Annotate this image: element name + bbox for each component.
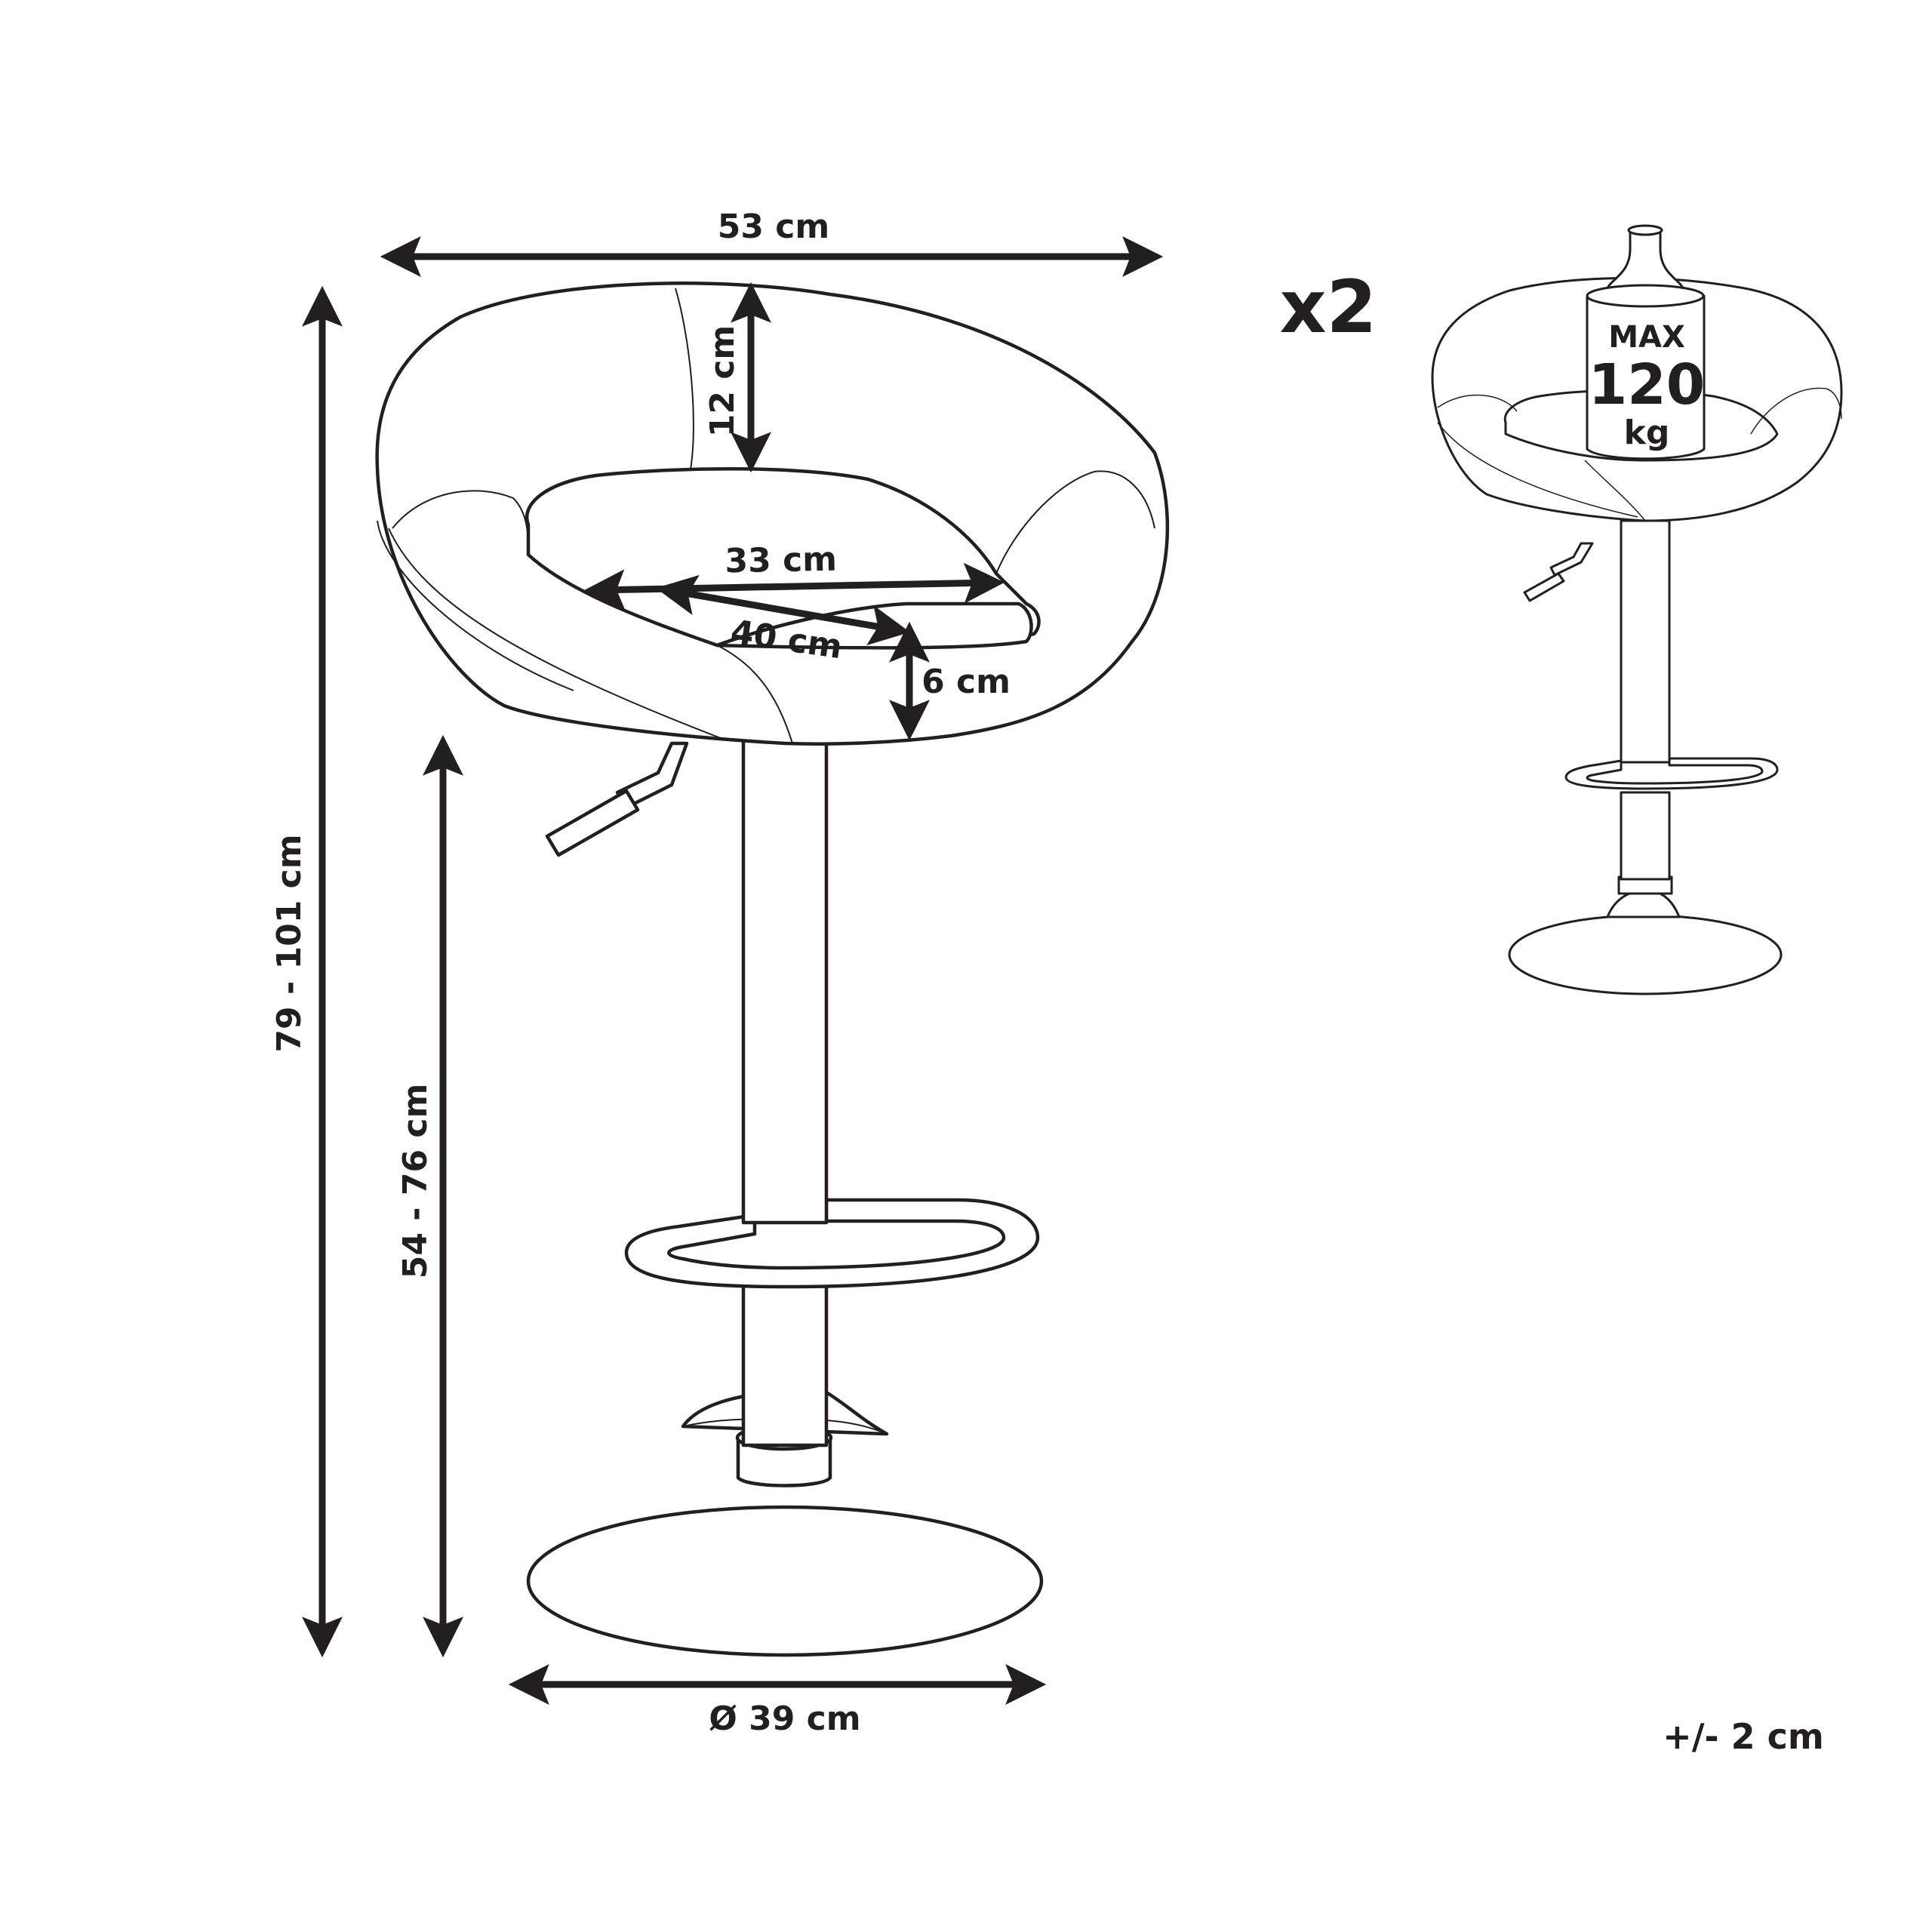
base-diameter-label: Ø 39 cm xyxy=(709,1700,860,1738)
width-label: 53 cm xyxy=(718,208,829,246)
backrest-height-label: 12 cm xyxy=(703,325,742,437)
base-disc xyxy=(526,1390,1044,1657)
lower-column xyxy=(741,1273,829,1447)
max-load-value: 120 xyxy=(1589,352,1705,417)
height-adjust-lever xyxy=(545,741,689,857)
main-stool-drawing xyxy=(375,281,1170,1657)
tolerance-label: +/- 2 cm xyxy=(1663,1716,1824,1757)
max-load-prefix: MAX xyxy=(1608,320,1685,355)
total-height-label: 79 - 101 cm xyxy=(270,834,309,1052)
seat-height-label: 54 - 76 cm xyxy=(396,1084,435,1279)
footrest-ring xyxy=(624,1198,1040,1289)
max-load-stool-drawing: MAX 120 kg xyxy=(1431,224,1843,995)
seat-shell xyxy=(375,281,1170,746)
max-load-weight-icon: MAX 120 kg xyxy=(1586,224,1706,460)
max-load-unit: kg xyxy=(1624,414,1670,452)
seat-width-label: 33 cm xyxy=(724,540,837,581)
upper-column xyxy=(741,737,829,1225)
seat-depth-arrow xyxy=(656,574,910,646)
quantity-label: x2 xyxy=(1280,265,1377,349)
dimension-arrows xyxy=(302,236,1164,1705)
seat-thickness-label: 6 cm xyxy=(921,663,1011,701)
